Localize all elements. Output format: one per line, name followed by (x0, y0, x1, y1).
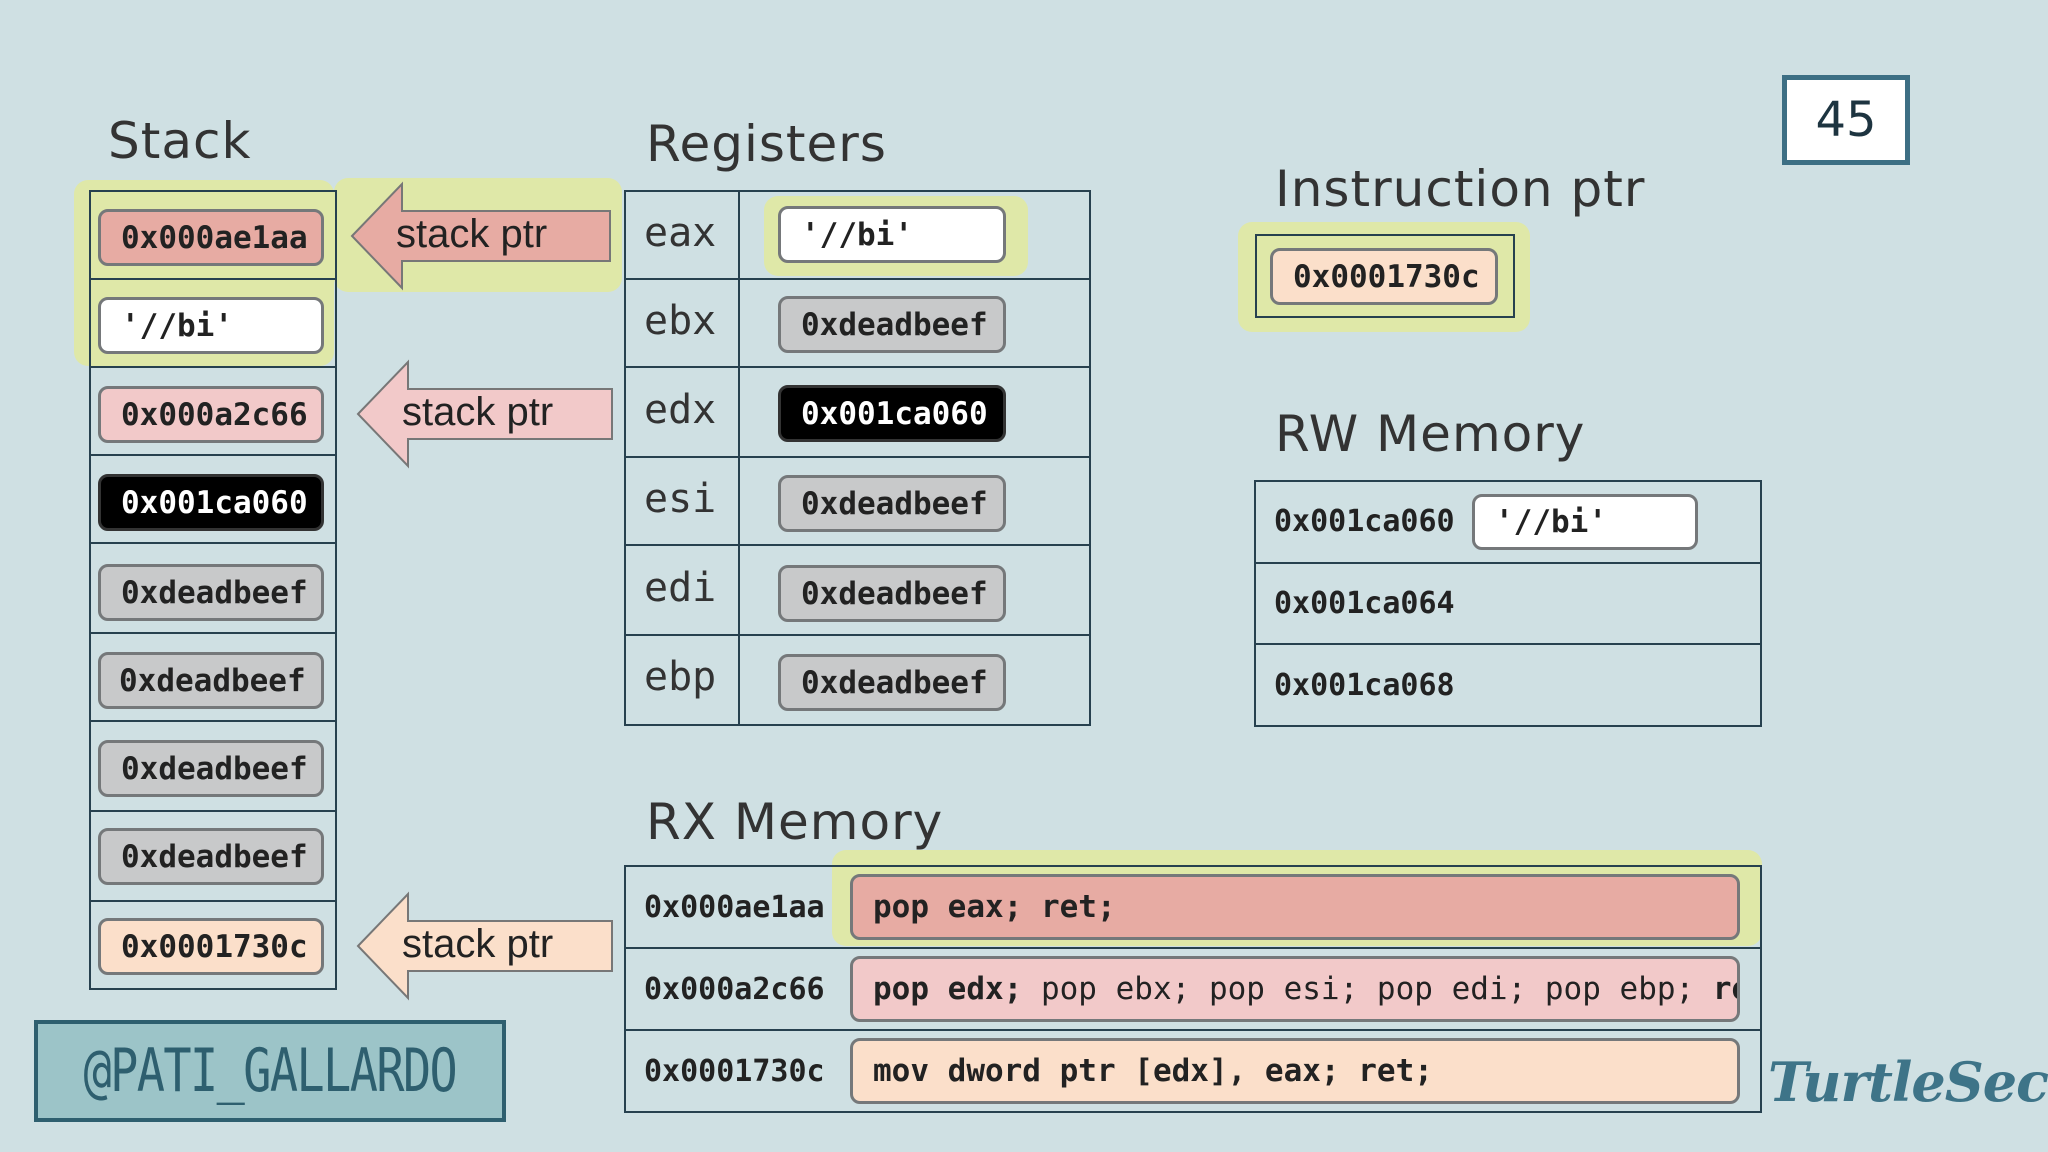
stack-cell: '//bi' (98, 297, 324, 354)
register-name: ebp (644, 654, 717, 700)
register-name: eax (644, 210, 717, 256)
stack-frame (89, 190, 337, 990)
registers-frame (624, 190, 1091, 726)
brand-logo: TurtleSec (1768, 1050, 2048, 1114)
rx-instruction: pop eax; ret; (850, 874, 1740, 940)
rw-memory-frame (1254, 480, 1762, 727)
register-value: 0xdeadbeef (778, 475, 1006, 532)
stack-ptr-arrow-previous (356, 359, 613, 469)
register-name: esi (644, 476, 717, 522)
register-divider (624, 544, 1091, 546)
stack-cell: 0x000a2c66 (98, 386, 324, 443)
stack-ptr-arrow-current (350, 181, 611, 291)
rx-memory-title: RX Memory (646, 793, 944, 851)
rx-memory-address: 0x0001730c (644, 1054, 825, 1089)
stack-cell: 0xdeadbeef (98, 564, 324, 621)
stack-cell: 0xdeadbeef (98, 740, 324, 797)
rx-instruction: mov dword ptr [edx], eax; ret; (850, 1038, 1740, 1104)
rx-memory-divider (624, 947, 1762, 949)
register-value: 0x001ca060 (778, 385, 1006, 442)
rw-memory-divider (1254, 562, 1762, 564)
slide-number: 45 (1815, 92, 1877, 148)
stack-cell: 0xdeadbeef (98, 652, 324, 709)
stack-divider (89, 366, 337, 368)
rw-memory-value: '//bi' (1472, 494, 1698, 550)
registers-title: Registers (646, 115, 887, 173)
rx-instr-part: pop eax; ret; (873, 889, 1116, 925)
rw-memory-address: 0x001ca068 (1274, 668, 1455, 703)
register-divider (624, 366, 1091, 368)
rx-memory-frame (624, 865, 1762, 1113)
register-value: 0xdeadbeef (778, 565, 1006, 622)
stack-ptr-label: stack ptr (402, 922, 554, 966)
rx-instruction: pop edx; pop ebx; pop esi; pop edi; pop … (850, 956, 1740, 1022)
stack-divider (89, 278, 337, 280)
register-value: 0xdeadbeef (778, 296, 1006, 353)
register-name: ebx (644, 298, 717, 344)
rw-memory-address: 0x001ca064 (1274, 586, 1455, 621)
stack-divider (89, 720, 337, 722)
rx-instr-part: ret; (1712, 971, 1737, 1007)
register-value: '//bi' (778, 206, 1006, 263)
rx-memory-address: 0x000ae1aa (644, 890, 825, 925)
instruction-ptr-frame (1255, 234, 1515, 318)
stack-ptr-label: stack ptr (402, 390, 554, 434)
author-handle-box: @PATI_GALLARDO (34, 1020, 506, 1122)
register-name: edx (644, 387, 717, 433)
stack-cell: 0x0001730c (98, 918, 324, 975)
rx-memory-divider (624, 1029, 1762, 1031)
register-value: 0xdeadbeef (778, 654, 1006, 711)
stack-ptr-arrow-initial (356, 891, 613, 1001)
stack-divider (89, 900, 337, 902)
stack-cell: 0xdeadbeef (98, 828, 324, 885)
slide-number-box: 45 (1782, 75, 1910, 165)
author-handle: @PATI_GALLARDO (83, 1036, 458, 1106)
rw-memory-address: 0x001ca060 (1274, 504, 1455, 539)
register-divider (624, 634, 1091, 636)
stack-cell: 0x000ae1aa (98, 209, 324, 266)
register-divider (624, 278, 1091, 280)
instruction-ptr-title: Instruction ptr (1275, 160, 1646, 218)
stack-divider (89, 632, 337, 634)
register-name: edi (644, 565, 717, 611)
stack-divider (89, 454, 337, 456)
rx-instr-part: pop edx; (873, 971, 1023, 1007)
rw-memory-divider (1254, 643, 1762, 645)
stack-divider (89, 542, 337, 544)
rw-memory-title: RW Memory (1275, 405, 1586, 463)
register-divider (624, 456, 1091, 458)
rx-memory-address: 0x000a2c66 (644, 972, 825, 1007)
instruction-ptr-value: 0x0001730c (1270, 248, 1498, 305)
stack-cell: 0x001ca060 (98, 474, 324, 531)
stack-title: Stack (108, 112, 252, 170)
stack-divider (89, 810, 337, 812)
rx-instr-part: pop ebx; pop esi; pop edi; pop ebp; (1022, 971, 1713, 1007)
registers-column-divider (738, 190, 740, 726)
rx-instr-part: mov dword ptr [edx], eax; ret; (873, 1053, 1433, 1089)
stack-ptr-label: stack ptr (396, 212, 548, 256)
